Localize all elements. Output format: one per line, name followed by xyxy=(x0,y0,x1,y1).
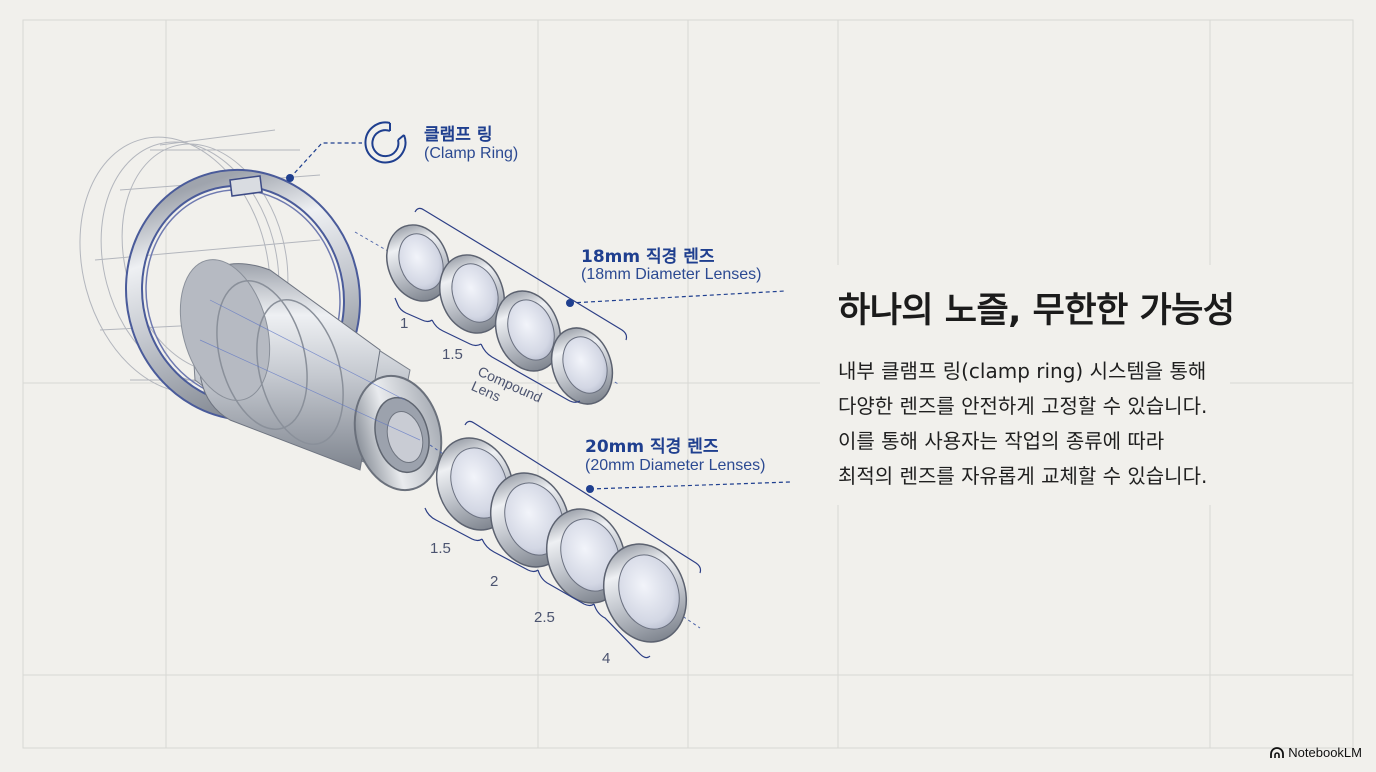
callout-leaders xyxy=(289,142,791,490)
bracket-20mm-2 xyxy=(481,538,539,573)
lens-number-label: 1.5 xyxy=(442,346,463,363)
bracket-18mm-1.5 xyxy=(431,319,482,347)
clamp-ring-subtitle: (Clamp Ring) xyxy=(424,145,519,162)
notebooklm-logo-icon xyxy=(1270,746,1285,758)
bracket-20mm-1.5 xyxy=(424,507,483,542)
bracket-20mm-4 xyxy=(593,603,651,659)
nozzle-body-part xyxy=(179,259,443,492)
lens-number-label: 1.5 xyxy=(430,540,451,557)
body-line: 이를 통해 사용자는 작업의 종류에 따라 xyxy=(838,429,1165,453)
brand-label: NotebookLM xyxy=(1288,745,1362,760)
lens-18mm-compound-a xyxy=(494,290,562,372)
lens-18mm-1.5 xyxy=(439,254,505,334)
bracket-18mm-1 xyxy=(394,297,433,323)
body-line: 내부 클램프 링(clamp ring) 시스템을 통해 xyxy=(838,359,1207,383)
bracket-20mm-group xyxy=(464,420,702,574)
lenses-20mm-title: 20mm 직경 렌즈 xyxy=(585,437,719,457)
lenses-18mm-title: 18mm 직경 렌즈 xyxy=(581,247,715,267)
bracket-20mm-2.5 xyxy=(537,569,595,607)
body-line: 최적의 렌즈를 자유롭게 교체할 수 있습니다. xyxy=(838,464,1208,488)
lens-18mm-1 xyxy=(386,224,450,302)
lens-number-label: 4 xyxy=(602,650,611,667)
lens-18mm-compound-b xyxy=(550,327,614,405)
notebooklm-branding: NotebookLM xyxy=(1270,745,1362,760)
lenses-18mm-subtitle: (18mm Diameter Lenses) xyxy=(581,266,762,283)
callout-dots xyxy=(286,174,594,493)
bracket-compound xyxy=(480,343,581,403)
background-grid xyxy=(22,19,1354,749)
lens-20mm-4 xyxy=(602,543,688,643)
clamp-ring-title: 클램프 링 xyxy=(424,125,493,145)
brackets xyxy=(394,207,702,659)
lens-number-label: 2 xyxy=(490,573,499,590)
lenses-20mm-subtitle: (20mm Diameter Lenses) xyxy=(585,457,766,474)
bracket-18mm-group xyxy=(414,207,628,341)
body-text: 내부 클램프 링(clamp ring) 시스템을 통해 다양한 렌즈를 안전하… xyxy=(838,354,1207,494)
headline: 하나의 노즐, 무한한 가능성 xyxy=(838,291,1235,331)
lens-number-label: 1 xyxy=(400,315,409,332)
body-line: 다양한 렌즈를 안전하게 고정할 수 있습니다. xyxy=(838,394,1208,418)
clamp-ring-icon xyxy=(364,121,407,164)
lens-number-label: 2.5 xyxy=(534,609,555,626)
